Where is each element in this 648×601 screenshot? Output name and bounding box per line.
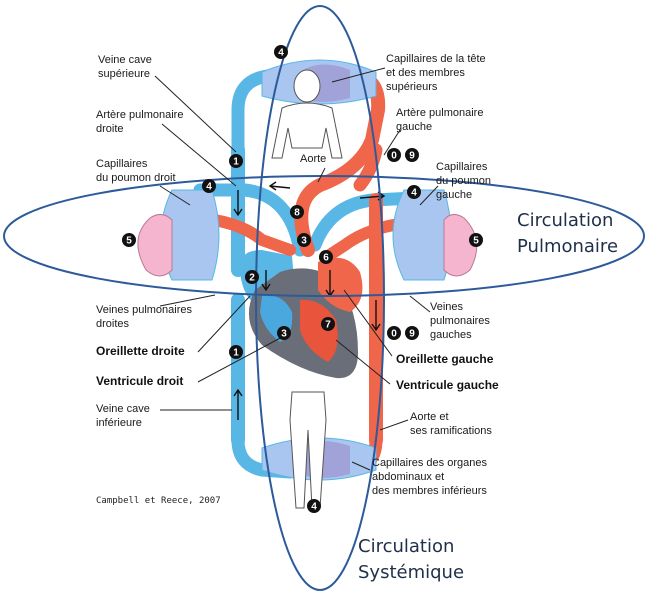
arrow-aorta-down: [371, 300, 381, 332]
label-artere-pulm-droite-2: droite: [96, 123, 124, 135]
credit-text: Campbell et Reece, 2007: [96, 496, 221, 506]
label-cap-poumon-droit-1: Capillaires: [96, 158, 148, 170]
svg-text:4: 4: [311, 502, 317, 513]
marker-3-ra: 3: [277, 326, 291, 340]
marker-5-left: 5: [122, 233, 136, 247]
leader-lines: [154, 67, 439, 471]
lower-body-figure: [289, 391, 327, 509]
circulation-titles: Circulation Pulmonaire Circulation Systé…: [358, 210, 618, 583]
svg-text:5: 5: [126, 236, 132, 247]
marker-8: 8: [290, 205, 304, 219]
svg-text:4: 4: [411, 188, 417, 199]
svg-text:0: 0: [391, 151, 397, 162]
marker-6: 6: [319, 250, 333, 264]
label-cap-poumon-droit-2: du poumon droit: [96, 172, 176, 184]
label-cap-poumon-gauche-2: du poumon: [436, 175, 491, 187]
marker-9-upper: 9: [405, 148, 419, 162]
marker-9-lower: 9: [405, 326, 419, 340]
label-veine-cave-inf-2: inférieure: [96, 417, 142, 429]
arrow-ivc: [233, 388, 243, 420]
title-pulmonaire-1: Circulation: [517, 210, 613, 231]
svg-text:1: 1: [233, 348, 239, 359]
svg-text:0: 0: [391, 329, 397, 340]
svg-text:2: 2: [249, 273, 255, 284]
label-veines-pulm-gauches-3: gauches: [430, 329, 472, 341]
label-aorte: Aorte: [300, 153, 326, 165]
title-systemique-1: Circulation: [358, 536, 454, 557]
label-veine-cave-sup-1: Veine cave: [98, 54, 152, 66]
left-lung-capillaries: [392, 189, 452, 281]
human-figures: [271, 69, 343, 509]
upper-body-figure: [271, 69, 343, 159]
label-cap-poumon-gauche-3: gauche: [436, 189, 472, 201]
label-oreillette-droite: Oreillette droite: [96, 344, 185, 358]
marker-1-upper: 1: [229, 154, 243, 168]
left-ventricle: [300, 299, 338, 362]
svg-text:7: 7: [325, 320, 331, 331]
svg-text:3: 3: [301, 236, 307, 247]
label-cap-tete-2: et des membres: [386, 67, 465, 79]
left-labels: Veine cave supérieure Artère pulmonaire …: [96, 54, 221, 506]
label-cap-tete-3: supérieurs: [386, 81, 438, 93]
svg-text:4: 4: [206, 182, 212, 193]
label-artere-pulm-droite-1: Artère pulmonaire: [96, 109, 183, 121]
svg-text:3: 3: [281, 329, 287, 340]
label-aorte-ramif-2: ses ramifications: [410, 425, 492, 437]
label-artere-pulm-gauche-1: Artère pulmonaire: [396, 107, 483, 119]
label-veines-pulm-gauches-1: Veines: [430, 301, 464, 313]
label-veine-cave-inf-1: Veine cave: [96, 403, 150, 415]
marker-head: 4: [274, 45, 288, 59]
marker-0-upper: 0: [387, 148, 401, 162]
arrow-pa-right: [268, 181, 291, 191]
label-cap-tete-1: Capillaires de la tête: [386, 53, 486, 65]
title-systemique-2: Systémique: [358, 562, 464, 583]
marker-2: 2: [245, 270, 259, 284]
svg-text:1: 1: [233, 157, 239, 168]
label-cap-poumon-gauche-1: Capillaires: [436, 161, 488, 173]
marker-7: 7: [321, 317, 335, 331]
marker-0-lower: 0: [387, 326, 401, 340]
number-markers: 4 4 1 1 2 3 3 4 4 5 5 6 7 8 0 9 0 9: [122, 45, 483, 513]
label-cap-organes-1: Capillaires des organes: [372, 457, 487, 469]
label-oreillette-gauche: Oreillette gauche: [396, 352, 494, 366]
label-veines-pulm-droites-2: droites: [96, 318, 130, 330]
marker-4-right-lung: 4: [202, 179, 216, 193]
label-cap-organes-2: abdominaux et: [372, 471, 444, 483]
svg-text:6: 6: [323, 253, 329, 264]
label-artere-pulm-gauche-2: gauche: [396, 121, 432, 133]
svg-text:5: 5: [473, 236, 479, 247]
systemic-circulation-ellipse: [255, 5, 385, 591]
left-atrium: [318, 257, 363, 312]
marker-4-left-lung: 4: [407, 185, 421, 199]
arrow-svc: [233, 190, 243, 217]
label-aorte-ramif-1: Aorte et: [410, 411, 449, 423]
marker-5-right: 5: [469, 233, 483, 247]
label-ventricule-droit: Ventricule droit: [96, 374, 183, 388]
title-pulmonaire-2: Pulmonaire: [517, 236, 618, 257]
right-lung: [137, 214, 173, 277]
marker-3-heart: 3: [297, 233, 311, 247]
arrow-ra-rv: [261, 270, 271, 292]
right-labels: Capillaires de la tête et des membres su…: [300, 53, 499, 497]
label-ventricule-gauche: Ventricule gauche: [396, 378, 499, 392]
svg-text:9: 9: [409, 151, 415, 162]
label-veines-pulm-gauches-2: pulmonaires: [430, 315, 490, 327]
svg-text:9: 9: [409, 329, 415, 340]
pulmonary-circulation-ellipse: [3, 175, 645, 297]
label-cap-organes-3: des membres inférieurs: [372, 485, 487, 497]
marker-1-lower: 1: [229, 345, 243, 359]
label-veine-cave-sup-2: supérieure: [98, 68, 150, 80]
label-veines-pulm-droites-1: Veines pulmonaires: [96, 304, 193, 316]
svg-text:4: 4: [278, 48, 284, 59]
marker-feet: 4: [307, 499, 321, 513]
svg-text:8: 8: [294, 208, 300, 219]
